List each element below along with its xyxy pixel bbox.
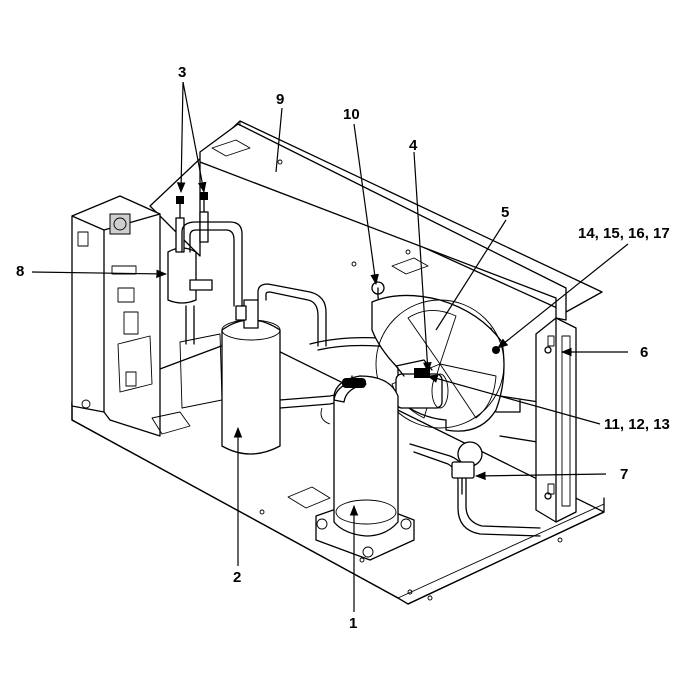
callout-11-12-13: 11, 12, 13 <box>604 416 670 433</box>
callout-4: 4 <box>409 137 418 154</box>
accumulator <box>167 192 213 304</box>
receiver-tank <box>221 299 281 455</box>
callout-14-15-16-17: 14, 15, 16, 17 <box>578 225 670 242</box>
compressor <box>315 375 415 561</box>
callout-2: 2 <box>233 569 241 586</box>
callout-7: 7 <box>620 466 628 483</box>
callout-3: 3 <box>178 64 186 81</box>
callout-8: 8 <box>16 263 24 280</box>
callout-5: 5 <box>501 204 509 221</box>
callouts: 3 9 10 4 5 14, 15, 16, 17 8 6 11, 12, 13… <box>16 64 670 632</box>
callout-1: 1 <box>349 615 357 632</box>
condenser-coil <box>535 317 577 523</box>
callout-9: 9 <box>276 91 284 108</box>
leader-lines <box>31 81 629 612</box>
valve <box>451 441 483 495</box>
callout-10: 10 <box>343 106 360 123</box>
control-box <box>71 195 223 437</box>
callout-6: 6 <box>640 344 648 361</box>
